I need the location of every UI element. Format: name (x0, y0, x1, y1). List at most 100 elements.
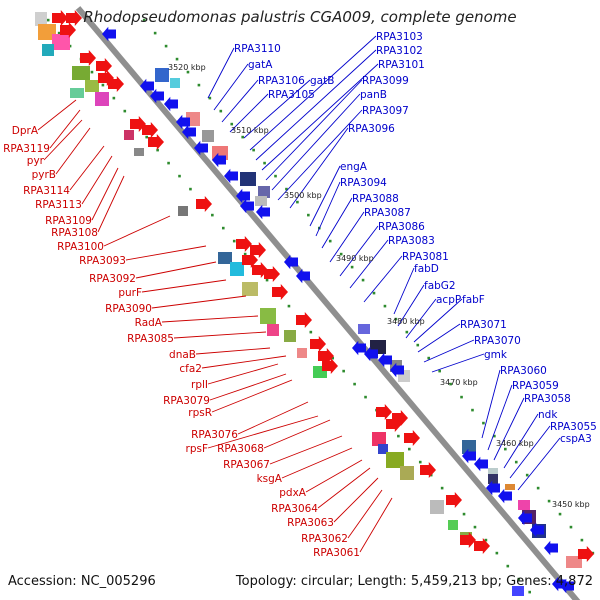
forward-arrow (272, 284, 288, 300)
ruler-dot (408, 447, 411, 451)
left-gene-label: DprA (12, 125, 39, 137)
left-label-connector (69, 145, 105, 191)
right-gene-label: RPA3086 (378, 221, 425, 233)
ruler-dot (517, 577, 521, 581)
left-gene-label: RadA (135, 317, 163, 329)
left-gene-label: RPA3064 (271, 503, 318, 515)
gene-feature-block (284, 330, 296, 342)
ruler-dot (243, 252, 247, 256)
left-gene-label: RPA3085 (127, 333, 174, 345)
ruler-tick-label: 3450 kbp (552, 500, 590, 509)
ruler-dot (221, 226, 225, 230)
ruler-dot (178, 174, 181, 178)
right-gene-label: RPA3087 (364, 207, 411, 219)
ruler-dot (263, 161, 266, 165)
left-gene-label: RPA3061 (313, 547, 360, 559)
right-gene-label: RPA3105 (268, 89, 315, 101)
left-label-connector (201, 355, 287, 369)
ruler-dot (364, 395, 367, 399)
reverse-arrow (544, 540, 558, 556)
left-label-connector (91, 167, 119, 221)
left-label-connectors (37, 99, 393, 553)
forward-arrow (404, 430, 420, 446)
left-label-connector (263, 419, 331, 449)
ruler-dot (307, 213, 310, 217)
right-gene-label: RPA3096 (348, 123, 395, 135)
left-gene-label: rpsR (188, 407, 212, 419)
reverse-arrow (150, 88, 164, 104)
gene-feature-block (297, 348, 307, 358)
gene-feature-block (178, 206, 188, 216)
left-label-connector (161, 315, 259, 323)
forward-arrow (52, 10, 68, 26)
left-label-connector (37, 99, 77, 131)
right-label-connector (255, 49, 377, 161)
ruler-dot (394, 317, 398, 321)
right-label-connector (493, 397, 525, 461)
left-label-connector (141, 279, 227, 293)
gene-feature-block (38, 24, 56, 40)
ruler-dot (328, 239, 332, 243)
right-gene-label: RPA3101 (378, 59, 425, 71)
gene-feature-block (372, 432, 386, 446)
ruler-dot (353, 382, 356, 386)
left-label-connector (43, 119, 83, 161)
ruler-dot (189, 187, 192, 191)
ruler-dot (252, 148, 255, 152)
gene-feature-block (488, 474, 498, 484)
forward-arrow (250, 242, 266, 258)
ruler-dot (167, 161, 170, 165)
left-label-connector (359, 497, 393, 553)
left-gene-label: cfa2 (179, 363, 202, 375)
forward-arrow (196, 196, 212, 212)
reverse-arrow (518, 510, 532, 526)
reverse-gene-arrows (102, 26, 574, 594)
gene-feature-block (430, 500, 444, 514)
ruler-dot (175, 57, 179, 61)
left-gene-label: RPA3109 (45, 215, 92, 227)
ruler-dot (46, 18, 50, 22)
left-label-connector (207, 363, 279, 385)
ruler-tick-label: 3480 kbp (387, 317, 425, 326)
forward-arrow (66, 10, 82, 26)
right-label-connector (213, 63, 249, 111)
left-gene-label: RPA3063 (287, 517, 334, 529)
forward-arrow (242, 252, 258, 268)
left-gene-label: ksgA (257, 473, 283, 485)
left-label-connector (173, 331, 267, 339)
left-label-connector (103, 215, 171, 247)
ruler-dot (232, 239, 236, 243)
ruler-dot (350, 265, 354, 269)
right-gene-label: cspA3 (560, 433, 592, 445)
right-label-connector (277, 109, 363, 201)
right-label-connector (265, 79, 363, 181)
left-label-connector (317, 467, 371, 509)
right-gene-label: engA (340, 161, 368, 173)
left-gene-label: pyrB (32, 169, 56, 181)
right-label-connector (207, 47, 235, 99)
left-label-connector (333, 477, 379, 523)
right-gene-label: gatB (310, 75, 334, 87)
left-gene-label: RPA3113 (35, 199, 82, 211)
forward-arrow (310, 336, 326, 352)
left-label-connector (55, 127, 91, 175)
reverse-arrow (378, 352, 392, 368)
reverse-arrow (164, 96, 178, 112)
gene-feature-block (258, 186, 270, 198)
ruler-dot (164, 44, 168, 48)
right-label-connector (229, 93, 269, 133)
reverse-arrow (256, 204, 270, 220)
gene-feature-block (358, 324, 370, 334)
reverse-arrow (462, 448, 476, 464)
right-label-connector (315, 181, 341, 237)
ruler-tick-label: 3490 kbp (336, 254, 374, 263)
gene-feature-block (170, 78, 180, 88)
left-gene-label: RPA3076 (191, 429, 238, 441)
right-gene-label: RPA3083 (388, 235, 435, 247)
right-gene-label: RPA3070 (474, 335, 521, 347)
forward-arrow (142, 122, 158, 138)
reverse-arrow (486, 480, 500, 496)
gene-feature-block (242, 282, 258, 296)
